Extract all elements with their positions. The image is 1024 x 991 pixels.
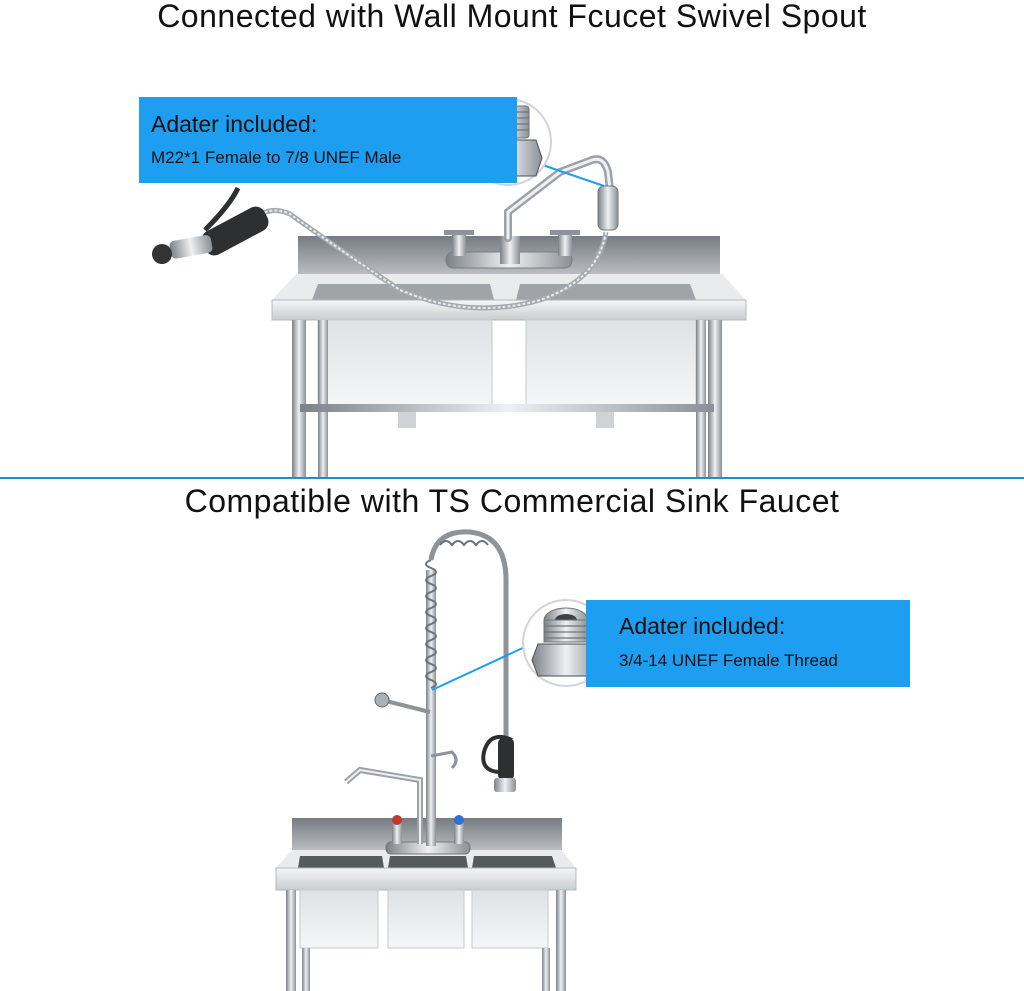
section-divider bbox=[0, 477, 1024, 479]
section-title-ts-commercial: Compatible with TS Commercial Sink Fauce… bbox=[184, 483, 840, 519]
callout-detail: 3/4-14 UNEF Female Thread bbox=[619, 651, 838, 670]
section-title-wall-mount: Connected with Wall Mount Fcucet Swivel … bbox=[157, 0, 867, 34]
top-sink-illustration bbox=[152, 155, 747, 478]
callout-heading: Adater included: bbox=[619, 613, 786, 639]
callout-detail: M22*1 Female to 7/8 UNEF Male bbox=[151, 148, 402, 167]
adapter-callout-top: Adater included: M22*1 Female to 7/8 UNE… bbox=[139, 97, 517, 183]
callout-heading: Adater included: bbox=[151, 111, 318, 137]
bottom-sink-illustration bbox=[275, 529, 577, 991]
adapter-callout-bottom: Adater included: 3/4-14 UNEF Female Thre… bbox=[586, 600, 910, 687]
